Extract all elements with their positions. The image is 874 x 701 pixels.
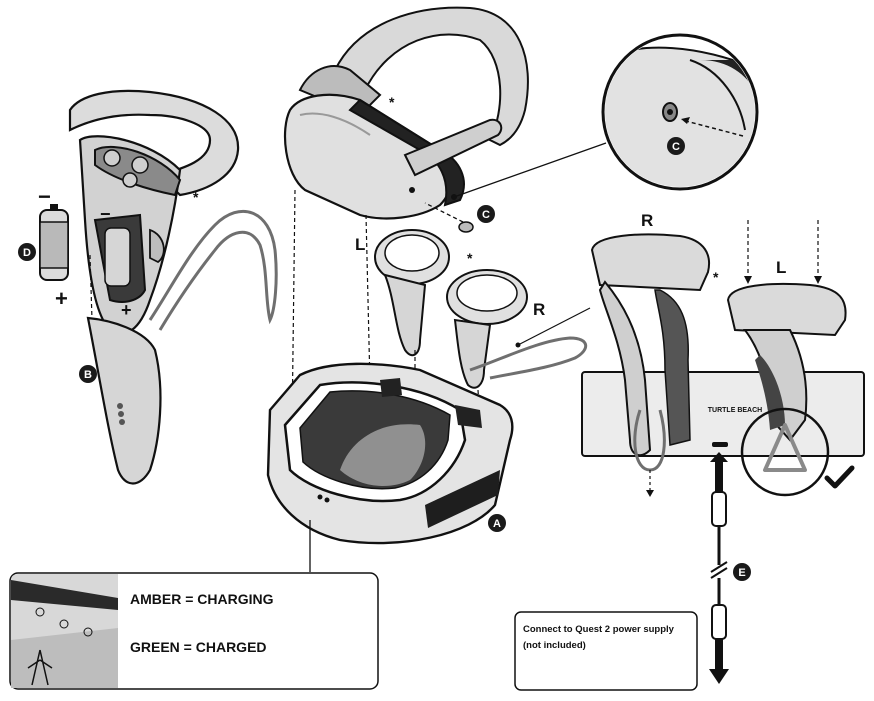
power-note-line1: Connect to Quest 2 power supply <box>523 624 675 635</box>
controller-star-label: * <box>193 189 199 205</box>
port-zoom-detail: C C <box>424 33 759 233</box>
controllers-pair-illustration: L R * <box>355 229 591 421</box>
svg-text:E: E <box>738 567 745 579</box>
battery-minus-label: − <box>38 184 51 209</box>
controller-battery-illustration: − + * − + D B <box>18 89 278 485</box>
headset-illustration: * <box>283 6 529 220</box>
led-legend-box: AMBER = CHARGING GREEN = CHARGED <box>9 572 379 690</box>
side-star-label: * <box>713 269 719 285</box>
usb-c-cable: E <box>709 452 751 684</box>
badge-b: B <box>79 365 97 383</box>
brand-label: TURTLE BEACH <box>708 407 762 414</box>
left-controller-label: L <box>355 235 365 254</box>
legend-green: GREEN = CHARGED <box>130 639 267 655</box>
badge-d: D <box>18 243 36 261</box>
charging-dock: A <box>266 362 514 572</box>
badge-e: E <box>733 563 751 581</box>
side-right-label: R <box>641 211 653 230</box>
power-note-box: Connect to Quest 2 power supply (not inc… <box>514 611 698 691</box>
power-note-line2: (not included) <box>523 640 586 651</box>
battery-plus-label: + <box>55 286 68 311</box>
svg-text:B: B <box>84 369 92 381</box>
badge-a: A <box>488 514 506 532</box>
badge-c-main: C <box>477 205 495 223</box>
svg-text:D: D <box>23 247 31 259</box>
svg-text:C: C <box>672 141 680 153</box>
right-controller-label: R <box>533 300 545 319</box>
side-left-label: L <box>776 258 786 277</box>
headset-star-label: * <box>389 94 395 110</box>
svg-text:A: A <box>493 518 501 530</box>
compartment-minus-label: − <box>100 204 111 224</box>
aa-battery <box>39 204 69 281</box>
svg-text:C: C <box>482 209 490 221</box>
controllers-star-label: * <box>467 250 473 266</box>
badge-c-zoom: C <box>667 137 685 155</box>
legend-amber: AMBER = CHARGING <box>130 591 274 607</box>
compartment-plus-label: + <box>121 300 132 320</box>
dock-side-view: TURTLE BEACH R * L <box>581 211 865 497</box>
